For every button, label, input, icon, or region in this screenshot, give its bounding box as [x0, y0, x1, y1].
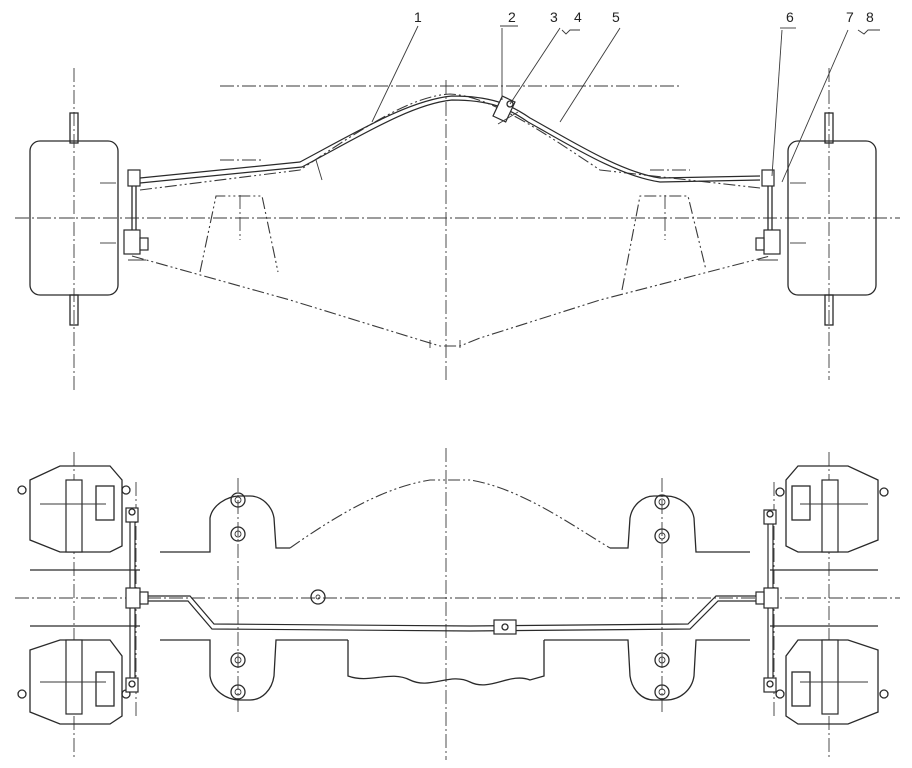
right-spring-seat [621, 195, 707, 291]
callout-8: 8 [866, 9, 874, 25]
elevation-view: 1 2 3 4 5 6 7 8 [15, 9, 900, 390]
left-tee-fitting [125, 587, 141, 609]
plan-pipe-clamp [493, 619, 517, 635]
plan-housing-lower [160, 639, 750, 701]
callouts: 1 2 3 4 5 6 7 8 [414, 9, 874, 25]
left-hose-fitting [123, 169, 149, 261]
plan-view [15, 448, 900, 760]
callout-7: 7 [846, 9, 854, 25]
plan-fittings [125, 507, 779, 693]
spring-seat-bolt-holes [230, 492, 670, 700]
right-upper-brake-assembly [775, 465, 889, 553]
brake-pipe-plan [129, 516, 774, 680]
left-brake-drum [29, 112, 119, 326]
axle-housing-outline [131, 255, 771, 347]
left-spring-seat [199, 195, 279, 273]
left-upper-brake-assembly [17, 465, 131, 553]
right-brake-drum [787, 112, 877, 326]
callout-5: 5 [612, 9, 620, 25]
callout-2: 2 [508, 9, 516, 25]
plan-differential-carrier [347, 640, 545, 686]
callout-6: 6 [786, 9, 794, 25]
right-hose-fitting [755, 169, 781, 261]
callout-1: 1 [414, 9, 422, 25]
right-lower-brake-assembly [775, 639, 889, 725]
pipe-clamp-elevation [492, 95, 519, 125]
callout-3: 3 [550, 9, 558, 25]
breather-vent [310, 589, 326, 605]
plan-housing-hump [289, 479, 611, 549]
left-lower-brake-assembly [17, 639, 131, 725]
plan-housing-body [160, 495, 750, 553]
callout-4: 4 [574, 9, 582, 25]
right-tee-fitting [763, 587, 779, 609]
leader-lines [371, 25, 880, 183]
brake-pipe-elevation [139, 95, 761, 184]
axle-housing-upper-outline [139, 93, 761, 191]
